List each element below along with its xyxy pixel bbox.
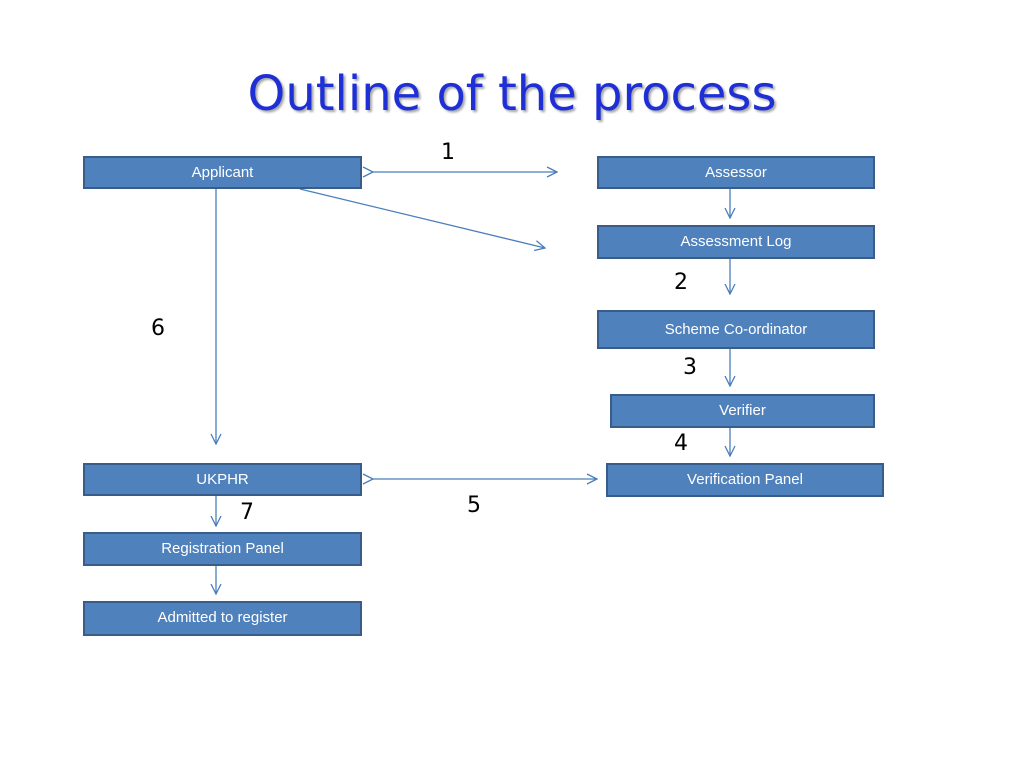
step-number-5: 5: [467, 493, 481, 518]
ukphr-box: UKPHR: [83, 463, 362, 496]
step-number-7: 7: [240, 500, 254, 525]
admitted-to-register-box: Admitted to register: [83, 601, 362, 636]
verifier-box: Verifier: [610, 394, 875, 428]
step-number-1: 1: [441, 140, 455, 165]
arrow-applicant-assessment-log: [299, 188, 545, 248]
verification-panel-box: Verification Panel: [606, 463, 884, 497]
applicant-box: Applicant: [83, 156, 362, 189]
step-number-6: 6: [151, 316, 165, 341]
step-number-3: 3: [683, 355, 697, 380]
assessment-log-box: Assessment Log: [597, 225, 875, 259]
step-number-4: 4: [674, 431, 688, 456]
assessor-box: Assessor: [597, 156, 875, 189]
step-number-2: 2: [674, 270, 688, 295]
slide-title: Outline of the process: [247, 66, 777, 122]
scheme-coordinator-box: Scheme Co-ordinator: [597, 310, 875, 349]
registration-panel-box: Registration Panel: [83, 532, 362, 566]
